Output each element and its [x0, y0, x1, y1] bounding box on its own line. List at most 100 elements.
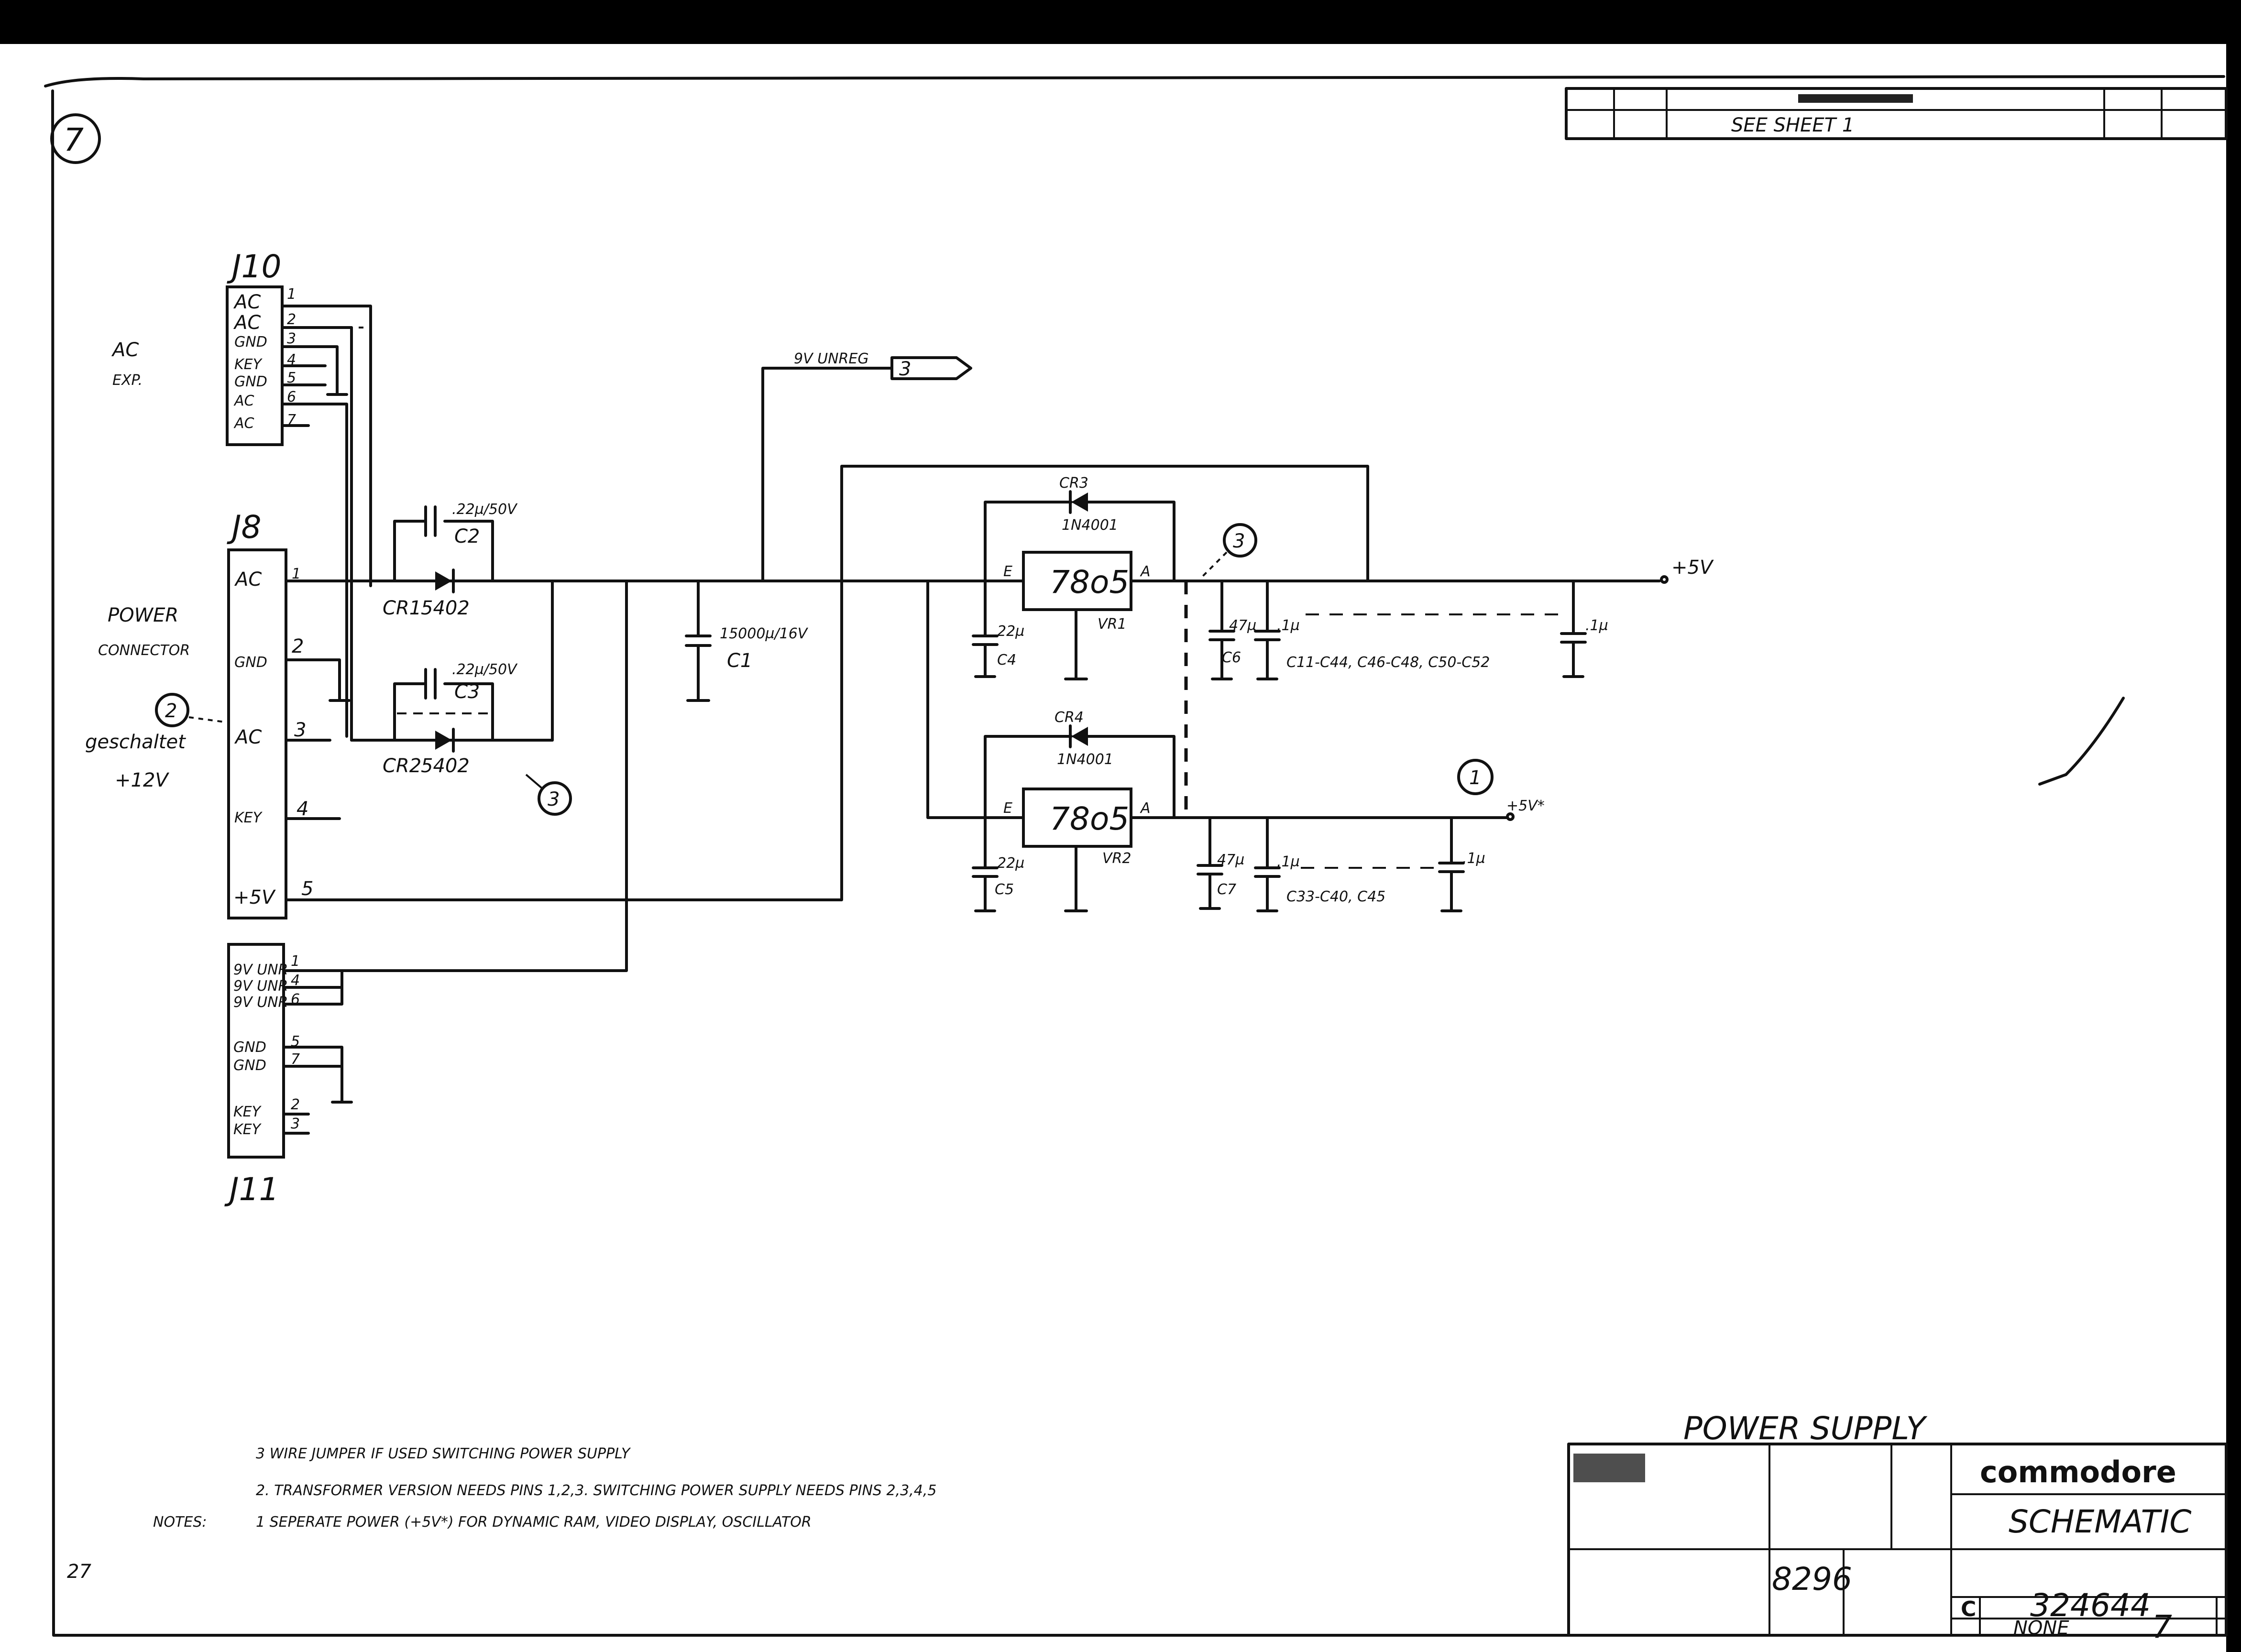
capacitor-c6: 47µ C6	[1208, 580, 1256, 680]
svg-text:AC: AC	[234, 569, 262, 591]
drawing-title: POWER SUPPLY	[1683, 1410, 1928, 1447]
svg-text:E: E	[1003, 800, 1012, 817]
svg-text:1: 1	[292, 566, 301, 582]
svg-text:A: A	[1140, 563, 1151, 580]
svg-text:AC: AC	[233, 312, 261, 334]
svg-text:78o5: 78o5	[1050, 564, 1129, 601]
svg-text:AC: AC	[111, 339, 139, 361]
svg-text:2: 2	[165, 700, 177, 722]
svg-text:5402: 5402	[421, 597, 470, 619]
margin-note: 27	[67, 1561, 91, 1583]
capacitor-group-1: .1µ C11-C44, C46-C48, C50-C52 .1µ	[1254, 580, 1608, 680]
svg-text:AC: AC	[233, 415, 254, 432]
note-2: 2. TRANSFORMER VERSION NEEDS PINS 1,2,3.…	[256, 1482, 936, 1499]
j8-pin5	[285, 465, 1369, 901]
svg-text:5: 5	[287, 370, 296, 386]
svg-text:1: 1	[291, 953, 300, 970]
svg-text:15000µ/16V: 15000µ/16V	[720, 625, 809, 642]
svg-text:NOTES:: NOTES:	[153, 1514, 207, 1531]
svg-text:A: A	[1140, 800, 1151, 817]
connector-j11: 9V UNR 9V UNR 9V UNR GND GND KEY KEY 1 4…	[224, 943, 353, 1208]
svg-text:C11-C44, C46-C48, C50-C52: C11-C44, C46-C48, C50-C52	[1286, 654, 1490, 671]
capacitor-c1: 15000µ/16V C1	[685, 580, 809, 702]
svg-text:GND: GND	[234, 334, 267, 350]
svg-text:VR2: VR2	[1102, 850, 1131, 867]
svg-text:4: 4	[291, 972, 300, 989]
svg-text:.1µ: .1µ	[1585, 617, 1608, 634]
svg-text:.22µ/50V: .22µ/50V	[452, 501, 518, 518]
svg-text:CR3: CR3	[1059, 475, 1088, 492]
callout-1: 1	[1457, 759, 1494, 795]
j8-pin2-gnd	[285, 658, 351, 702]
svg-text:AC: AC	[234, 726, 262, 748]
svg-text:9V UNR: 9V UNR	[233, 994, 288, 1011]
note-1: 1 SEPERATE POWER (+5V*) FOR DYNAMIC RAM,…	[256, 1514, 812, 1531]
svg-text:C7: C7	[1217, 881, 1236, 898]
drawing-type: SCHEMATIC	[2009, 1503, 2191, 1540]
svg-text:1N4001: 1N4001	[1057, 751, 1113, 768]
revision-block: SEE SHEET 1	[1565, 87, 2228, 140]
j10-pins: AC AC GND KEY GND AC AC 1 2 3 4 5 6 7	[233, 286, 296, 432]
svg-text:9V UNREG: 9V UNREG	[794, 350, 869, 367]
page-number-badge: 7	[50, 113, 101, 164]
svg-text:2: 2	[287, 311, 296, 328]
callout-2: 2	[155, 693, 225, 727]
j8-name: J8	[227, 509, 261, 546]
offpage-9v-unreg: 9V UNREG 3	[761, 350, 972, 582]
rail-5v-label: +5V	[1671, 557, 1714, 579]
svg-text:7: 7	[291, 1051, 300, 1068]
svg-text:22µ: 22µ	[997, 855, 1024, 872]
svg-text:3: 3	[291, 1116, 300, 1132]
svg-text:.1µ: .1µ	[1277, 617, 1300, 634]
title-block: POWER SUPPLY commodore SCHEMATIC 8296 C …	[1567, 1410, 2228, 1645]
svg-text:4: 4	[297, 798, 308, 820]
svg-text:3: 3	[899, 358, 911, 380]
svg-text:AC: AC	[233, 393, 254, 409]
notes-block: NOTES: 3 WIRE JUMPER IF USED SWITCHING P…	[153, 1445, 936, 1531]
vr2-output-terminal	[1506, 812, 1515, 821]
unreg-to-j11	[281, 580, 628, 972]
sheet-number: 7	[2152, 1608, 2172, 1645]
svg-text:geschaltet: geschaltet	[85, 731, 186, 753]
callout-3-upper: 3	[1199, 523, 1257, 580]
cr2-c3-network: .22µ/50V C3 CR2 5402	[350, 326, 518, 777]
svg-text:.22µ/50V: .22µ/50V	[452, 661, 518, 678]
svg-text:C4: C4	[997, 652, 1016, 668]
regulator-vr1: 78o5 E A VR1 CR3 1N4001 22µ C4	[972, 475, 1175, 680]
j11-name: J11	[224, 1171, 279, 1208]
cr1-c2-network: .22µ/50V C2 CR1 5402	[383, 501, 554, 742]
svg-text:2: 2	[291, 1096, 300, 1113]
vr1-output-terminal	[1660, 575, 1669, 584]
svg-text:GND: GND	[233, 1039, 266, 1056]
svg-text:.1µ: .1µ	[1277, 853, 1300, 870]
sheet-border	[44, 75, 2225, 1637]
svg-text:3: 3	[287, 330, 296, 347]
svg-text:3: 3	[548, 788, 560, 810]
note-3: 3 WIRE JUMPER IF USED SWITCHING POWER SU…	[256, 1445, 631, 1462]
svg-text:9V UNR: 9V UNR	[233, 978, 288, 995]
svg-text:.1µ: .1µ	[1462, 850, 1485, 867]
regulator-vr2: 78o5 E A VR2 CR4 1N4001 22µ C5	[972, 709, 1175, 912]
svg-text:KEY: KEY	[234, 356, 263, 373]
scale-value: NONE	[2013, 1617, 2069, 1639]
svg-text:CR1: CR1	[383, 597, 421, 619]
svg-text:CONNECTOR: CONNECTOR	[98, 642, 190, 659]
svg-text:E: E	[1003, 563, 1012, 580]
svg-text:C: C	[1961, 1597, 1976, 1621]
svg-text:47µ: 47µ	[1229, 617, 1256, 634]
svg-text:VR1: VR1	[1098, 616, 1126, 633]
company-logo-text: commodore	[1980, 1455, 2176, 1489]
j10-name: J10	[227, 248, 281, 285]
svg-text:5402: 5402	[421, 755, 470, 777]
svg-text:22µ: 22µ	[997, 623, 1024, 640]
svg-text:3: 3	[1233, 530, 1245, 552]
svg-text:+5V: +5V	[233, 886, 276, 908]
svg-text:C1: C1	[727, 650, 752, 672]
svg-text:7: 7	[64, 121, 84, 158]
callout-3-lower: 3	[525, 774, 572, 816]
svg-text:GND: GND	[233, 1057, 266, 1074]
drawing-number: 324644	[2030, 1587, 2151, 1624]
svg-text:KEY: KEY	[233, 1104, 262, 1120]
svg-text:EXP.: EXP.	[112, 372, 143, 389]
svg-text:KEY: KEY	[234, 810, 263, 826]
